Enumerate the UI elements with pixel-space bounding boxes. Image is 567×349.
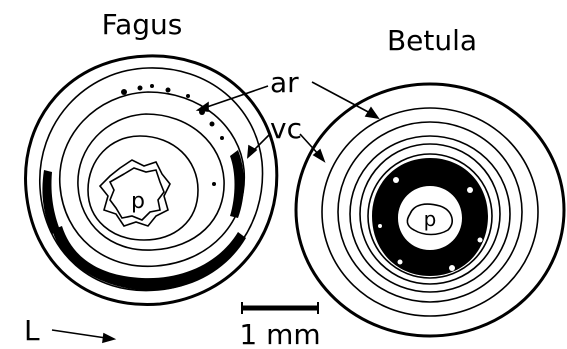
scale-bar-label: 1 mm: [239, 318, 320, 349]
betula-cross-section: p: [296, 84, 564, 336]
fagus-dark-band: [52, 226, 246, 290]
label-L: L: [24, 314, 40, 347]
scale-bar: [242, 302, 318, 314]
fagus-cross-section: p: [26, 56, 277, 305]
label-vc: vc: [270, 112, 302, 145]
fagus-ring-4: [78, 114, 224, 250]
betula-title: Betula: [387, 24, 477, 57]
betula-pith-label: p: [424, 207, 437, 231]
fagus-title: Fagus: [102, 8, 183, 41]
fagus-dark-band-left: [42, 170, 60, 234]
fagus-speckles: [121, 84, 224, 186]
fagus-pith-label: p: [131, 189, 145, 214]
label-ar: ar: [270, 66, 299, 99]
leader-lines: [52, 82, 378, 342]
